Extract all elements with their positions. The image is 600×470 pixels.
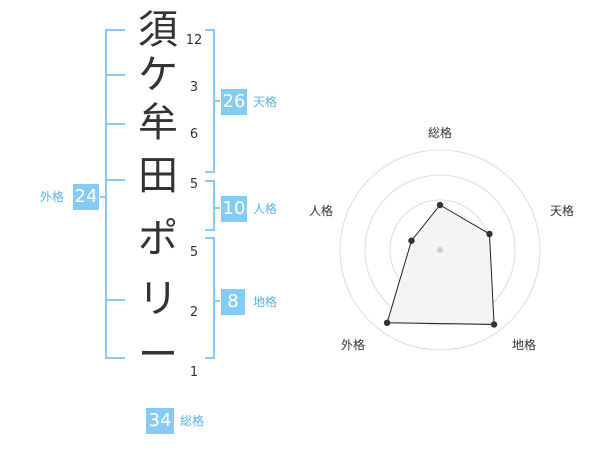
radar-center: [437, 247, 443, 253]
radar-point: [408, 237, 415, 244]
chikaku-value: 8: [221, 289, 245, 315]
stroke-count: 5: [189, 245, 199, 260]
soukaku-value: 34: [146, 408, 174, 434]
radar-axis-label: 地格: [511, 338, 536, 352]
soukaku-label: 総格: [180, 414, 205, 428]
tenkaku-value: 26: [221, 89, 247, 115]
stroke-count: 6: [189, 127, 199, 142]
radar-axis-label: 外格: [340, 338, 365, 352]
radar-point: [383, 319, 391, 327]
gaikaku-value: 24: [73, 184, 99, 210]
name-char: 田: [138, 153, 178, 199]
name-char: 須: [138, 7, 178, 53]
radar-axis-label: 総格: [427, 126, 452, 140]
tenkaku-label: 天格: [253, 95, 278, 109]
jinkaku-bracket: [205, 180, 220, 231]
gaikaku-bracket: [100, 29, 125, 359]
radar-polygon: [386, 204, 495, 325]
chikaku-label: 地格: [253, 295, 278, 309]
radar-axis-label: 人格: [308, 204, 333, 218]
stroke-count: 3: [189, 80, 199, 95]
name-char: ポ: [138, 216, 178, 262]
stroke-count: 12: [185, 33, 203, 48]
radar-point: [486, 230, 493, 238]
stroke-count: 2: [189, 305, 199, 320]
stroke-count: 5: [189, 177, 199, 192]
radar-axis-label: 天格: [549, 204, 574, 218]
gaikaku-label: 外格: [40, 190, 65, 204]
radar-chart: [339, 149, 541, 351]
radar-point: [436, 201, 444, 209]
radar-ring: [339, 149, 541, 351]
jinkaku-value: 10: [221, 196, 247, 222]
name-char: 牟: [138, 100, 178, 146]
name-char: ー: [138, 332, 178, 378]
name-char: ケ: [138, 52, 178, 98]
name-char: リ: [138, 276, 178, 322]
jinkaku-label: 人格: [253, 202, 278, 216]
stroke-count: 1: [189, 365, 199, 380]
tenkaku-bracket: [205, 29, 220, 173]
chikaku-bracket: [205, 237, 220, 359]
radar-point: [490, 321, 498, 328]
radar-ring: [364, 174, 516, 326]
